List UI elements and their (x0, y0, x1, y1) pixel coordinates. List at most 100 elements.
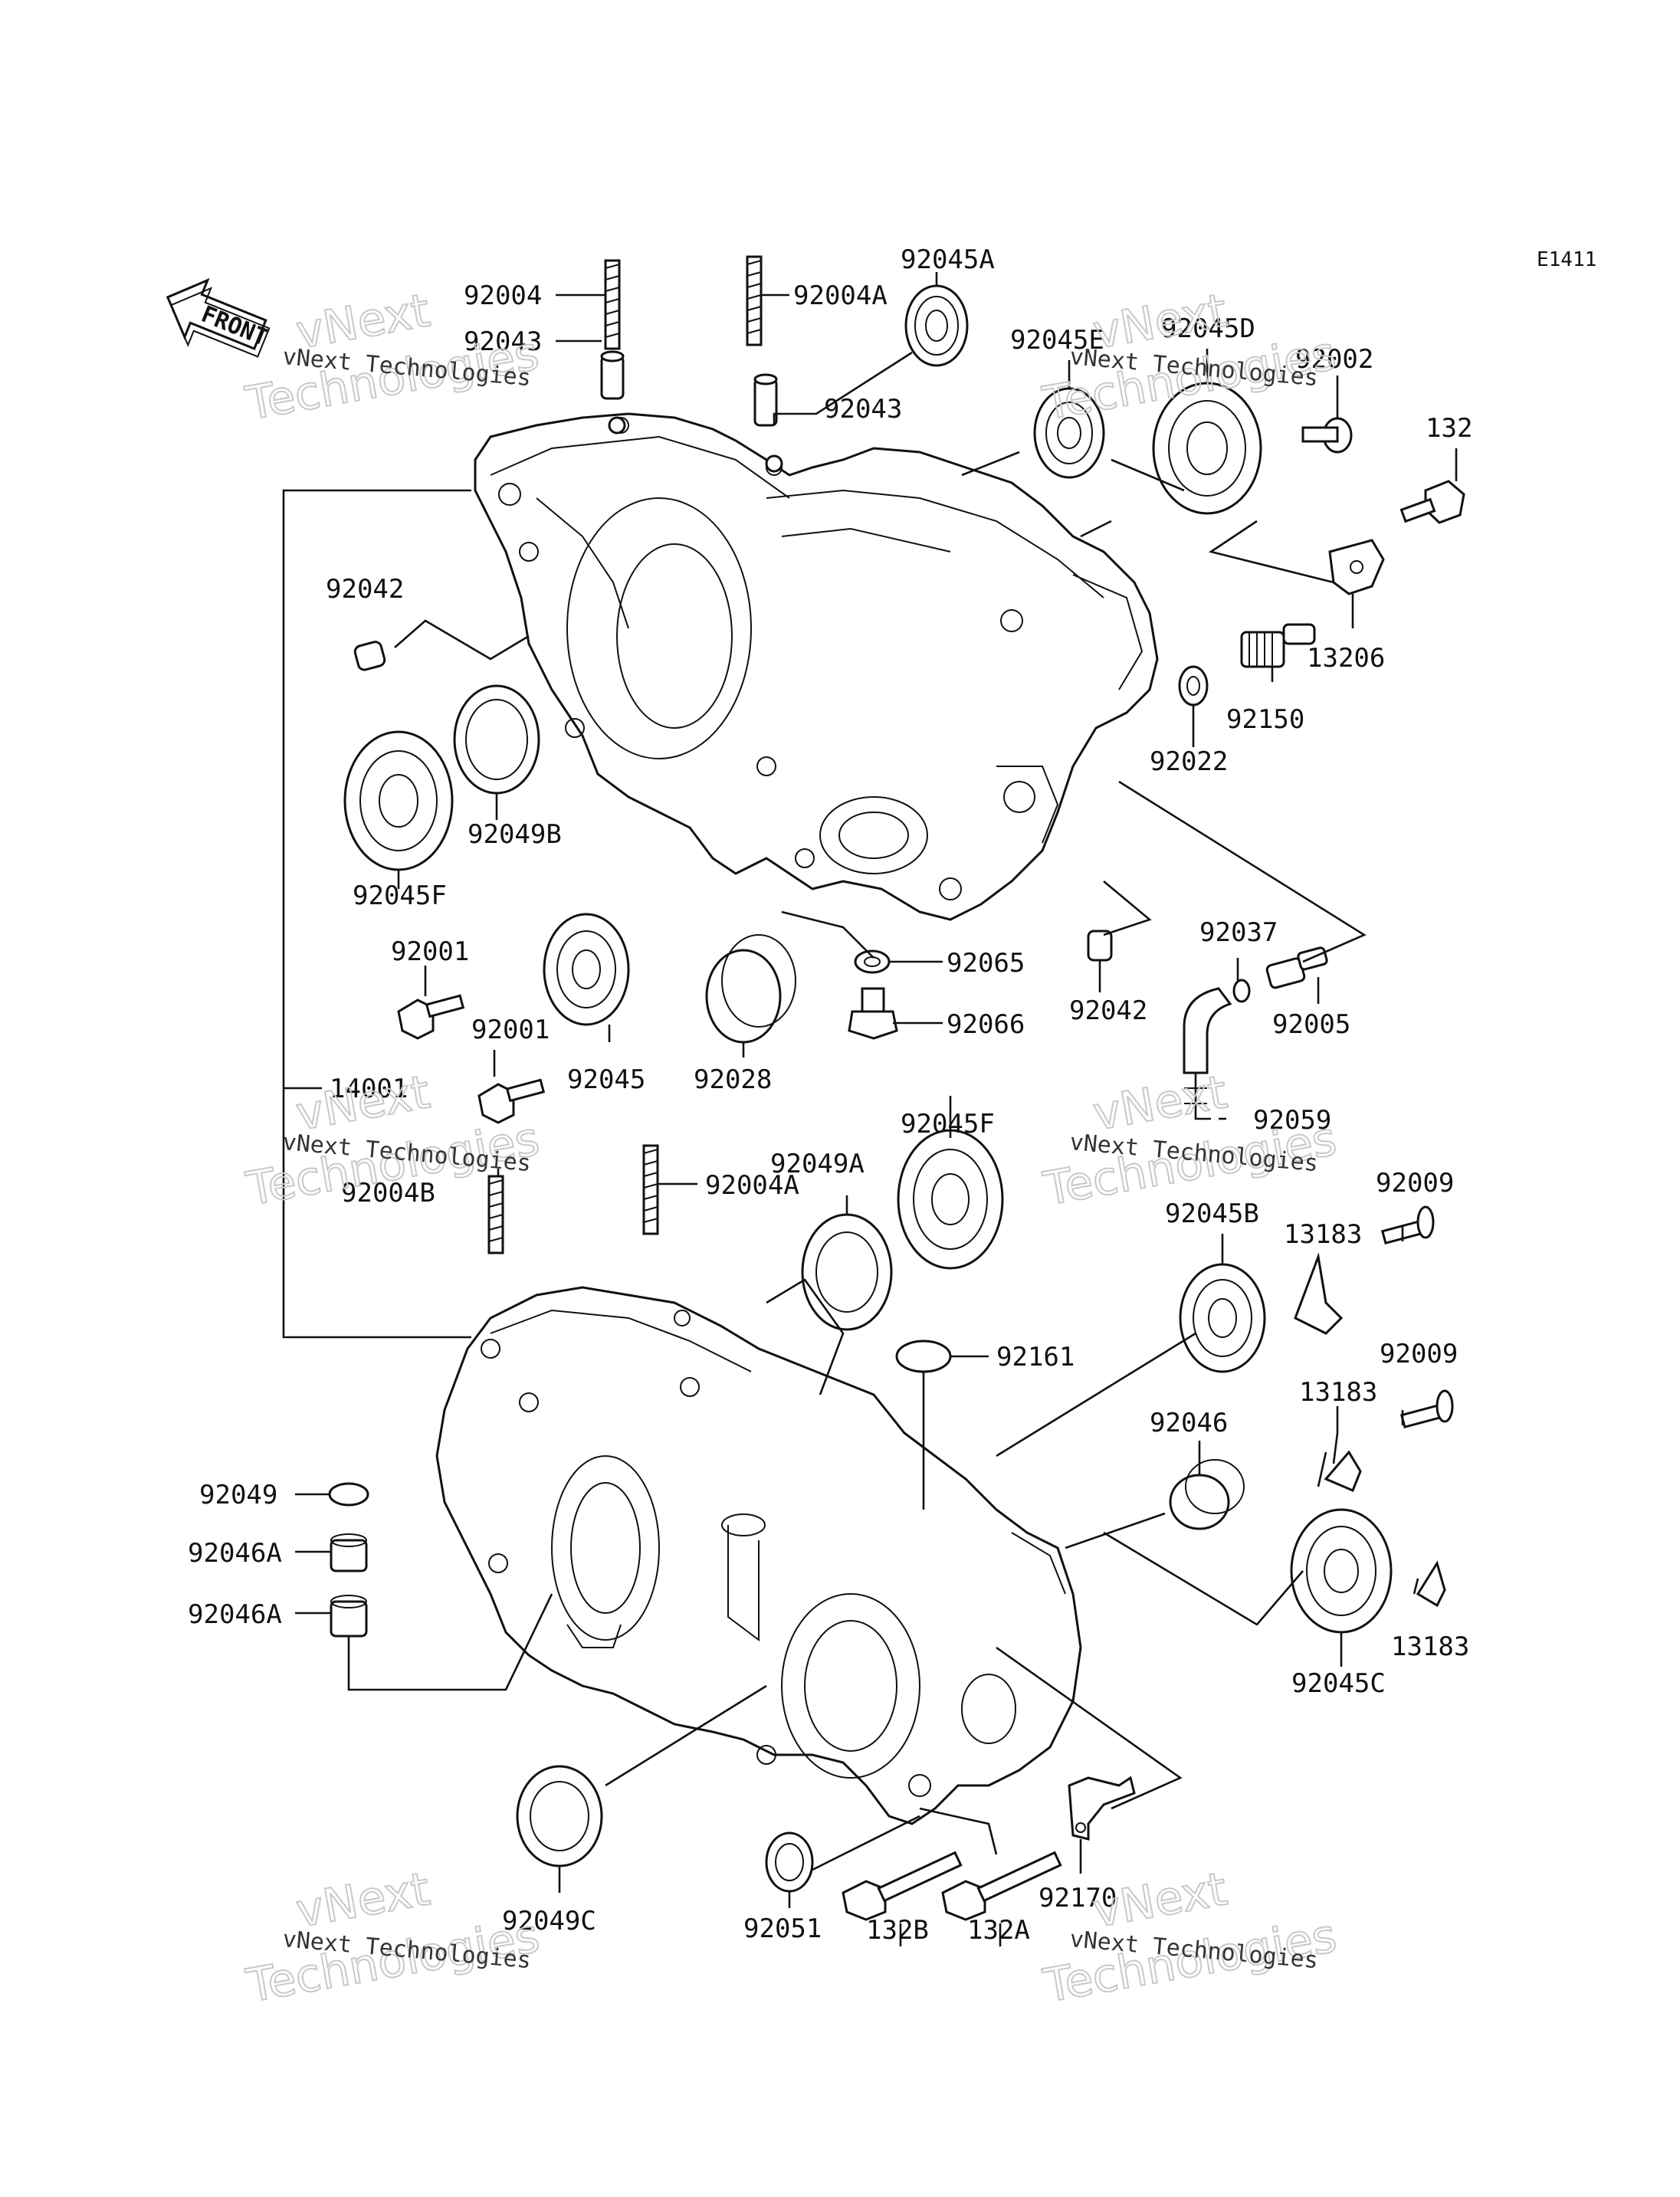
label-92009-a: 92009 (1376, 1168, 1454, 1199)
label-13183-c: 13183 (1391, 1631, 1469, 1662)
label-92049b: 92049B (468, 819, 562, 850)
needle-bearing-icon (330, 1533, 368, 1572)
label-92065: 92065 (947, 948, 1025, 979)
cap-icon (895, 1340, 952, 1373)
label-13183-b: 13183 (1299, 1377, 1377, 1408)
label-92045e: 92045E (1010, 325, 1104, 356)
label-92004a-low: 92004A (705, 1170, 799, 1201)
ball-bearing-icon (1179, 1263, 1266, 1373)
plate-icon (1294, 1252, 1344, 1335)
watermark-line2a: vNext (292, 1862, 434, 1938)
needle-bearing-icon (1169, 1459, 1245, 1530)
ball-bearing-icon (1290, 1508, 1393, 1634)
oil-seal-icon (453, 684, 540, 795)
label-13183-a: 13183 (1284, 1219, 1362, 1250)
diagram-code: E1411 (1537, 248, 1596, 271)
dowel-pin-icon (1087, 930, 1113, 962)
label-92001-a: 92001 (391, 936, 469, 967)
dowel-pin-icon (600, 350, 625, 400)
label-92049a: 92049A (770, 1149, 865, 1179)
plate-icon (1324, 1450, 1362, 1492)
washer-icon (328, 1482, 369, 1507)
oil-seal-icon (516, 1765, 603, 1867)
label-92066: 92066 (947, 1009, 1025, 1040)
label-92150: 92150 (1226, 704, 1304, 735)
label-92043-left: 92043 (464, 326, 542, 357)
label-92004: 92004 (464, 280, 542, 311)
oil-seal-icon (765, 1831, 814, 1893)
label-92045f-mid: 92045F (901, 1109, 995, 1139)
screw-icon (1399, 1389, 1454, 1429)
bolt-icon (477, 1078, 546, 1124)
label-92045d: 92045D (1161, 313, 1255, 344)
label-92042-left: 92042 (326, 574, 404, 605)
drain-plug-icon (848, 987, 898, 1040)
watermark-line2a: vNext (1089, 1065, 1231, 1141)
plate-icon (1416, 1560, 1446, 1608)
label-92028: 92028 (694, 1064, 772, 1095)
bushing-icon (705, 934, 796, 1044)
crankcase-lower-half (435, 1286, 1082, 1825)
watermark-bottom-left: vNext Technologies (241, 1861, 544, 2014)
label-92042-right: 92042 (1069, 995, 1147, 1026)
washer-icon (1178, 665, 1209, 707)
label-92045f-top: 92045F (353, 880, 447, 911)
watermark-line2a: vNext (1089, 1862, 1231, 1938)
ball-bearing-icon (1033, 387, 1105, 479)
label-13206: 13206 (1307, 643, 1385, 674)
label-92051: 92051 (743, 1913, 822, 1944)
clamp-icon (1068, 1776, 1136, 1841)
label-132: 132 (1426, 413, 1472, 444)
label-92022: 92022 (1150, 746, 1228, 777)
fitting-icon (1240, 623, 1316, 668)
label-92170: 92170 (1039, 1883, 1117, 1913)
stud-bolt-icon (642, 1144, 659, 1235)
case-assembly-bracket (282, 489, 471, 1339)
leader-lines (295, 272, 1458, 1946)
bolt-icon (397, 994, 465, 1040)
ball-bearing-icon (343, 730, 454, 871)
label-92046a-b: 92046A (188, 1599, 282, 1630)
label-92005: 92005 (1272, 1009, 1350, 1040)
label-132a: 132A (967, 1915, 1030, 1946)
flange-bolt-icon (842, 1851, 963, 1921)
bolt-icon (1301, 417, 1353, 454)
stud-bolt-icon (746, 255, 763, 346)
front-arrow-icon: FRONT (166, 277, 271, 358)
screw-icon (1380, 1205, 1435, 1245)
hose-icon (1183, 987, 1232, 1074)
label-92004a-top: 92004A (793, 280, 888, 311)
label-92049c: 92049C (502, 1906, 596, 1936)
clip-icon (1232, 979, 1251, 1003)
washer-icon (854, 949, 891, 974)
label-92045: 92045 (567, 1064, 645, 1095)
ball-bearing-icon (543, 913, 630, 1026)
fitting-icon (1265, 946, 1328, 989)
label-92049: 92049 (199, 1480, 277, 1510)
needle-bearing-icon (330, 1595, 368, 1638)
watermark-line2a: vNext (292, 1065, 434, 1141)
oil-seal-icon (801, 1213, 893, 1331)
label-92045a: 92045A (901, 244, 995, 275)
part-labels: 92004 92004A 92045A 92045E 92045D 92002 … (188, 244, 1472, 1946)
stud-bolt-icon (487, 1175, 504, 1254)
label-92009-b: 92009 (1380, 1339, 1458, 1369)
ball-bearing-icon (897, 1129, 1004, 1270)
dowel-pin-icon (753, 373, 778, 427)
label-92045b: 92045B (1165, 1199, 1259, 1229)
flange-bolt-icon (941, 1851, 1062, 1921)
ball-bearing-icon (1152, 382, 1262, 515)
label-92059: 92059 (1253, 1105, 1331, 1136)
ball-bearing-icon (904, 284, 969, 367)
label-14001: 14001 (330, 1074, 408, 1104)
label-92043-right: 92043 (824, 394, 902, 425)
dowel-pin-icon (353, 641, 386, 671)
label-92045c: 92045C (1291, 1668, 1386, 1699)
label-92046a-a: 92046A (188, 1538, 282, 1569)
label-92046: 92046 (1150, 1408, 1228, 1438)
label-92161: 92161 (996, 1342, 1075, 1372)
bolt-icon (1399, 480, 1465, 524)
label-92004b: 92004B (341, 1178, 435, 1208)
